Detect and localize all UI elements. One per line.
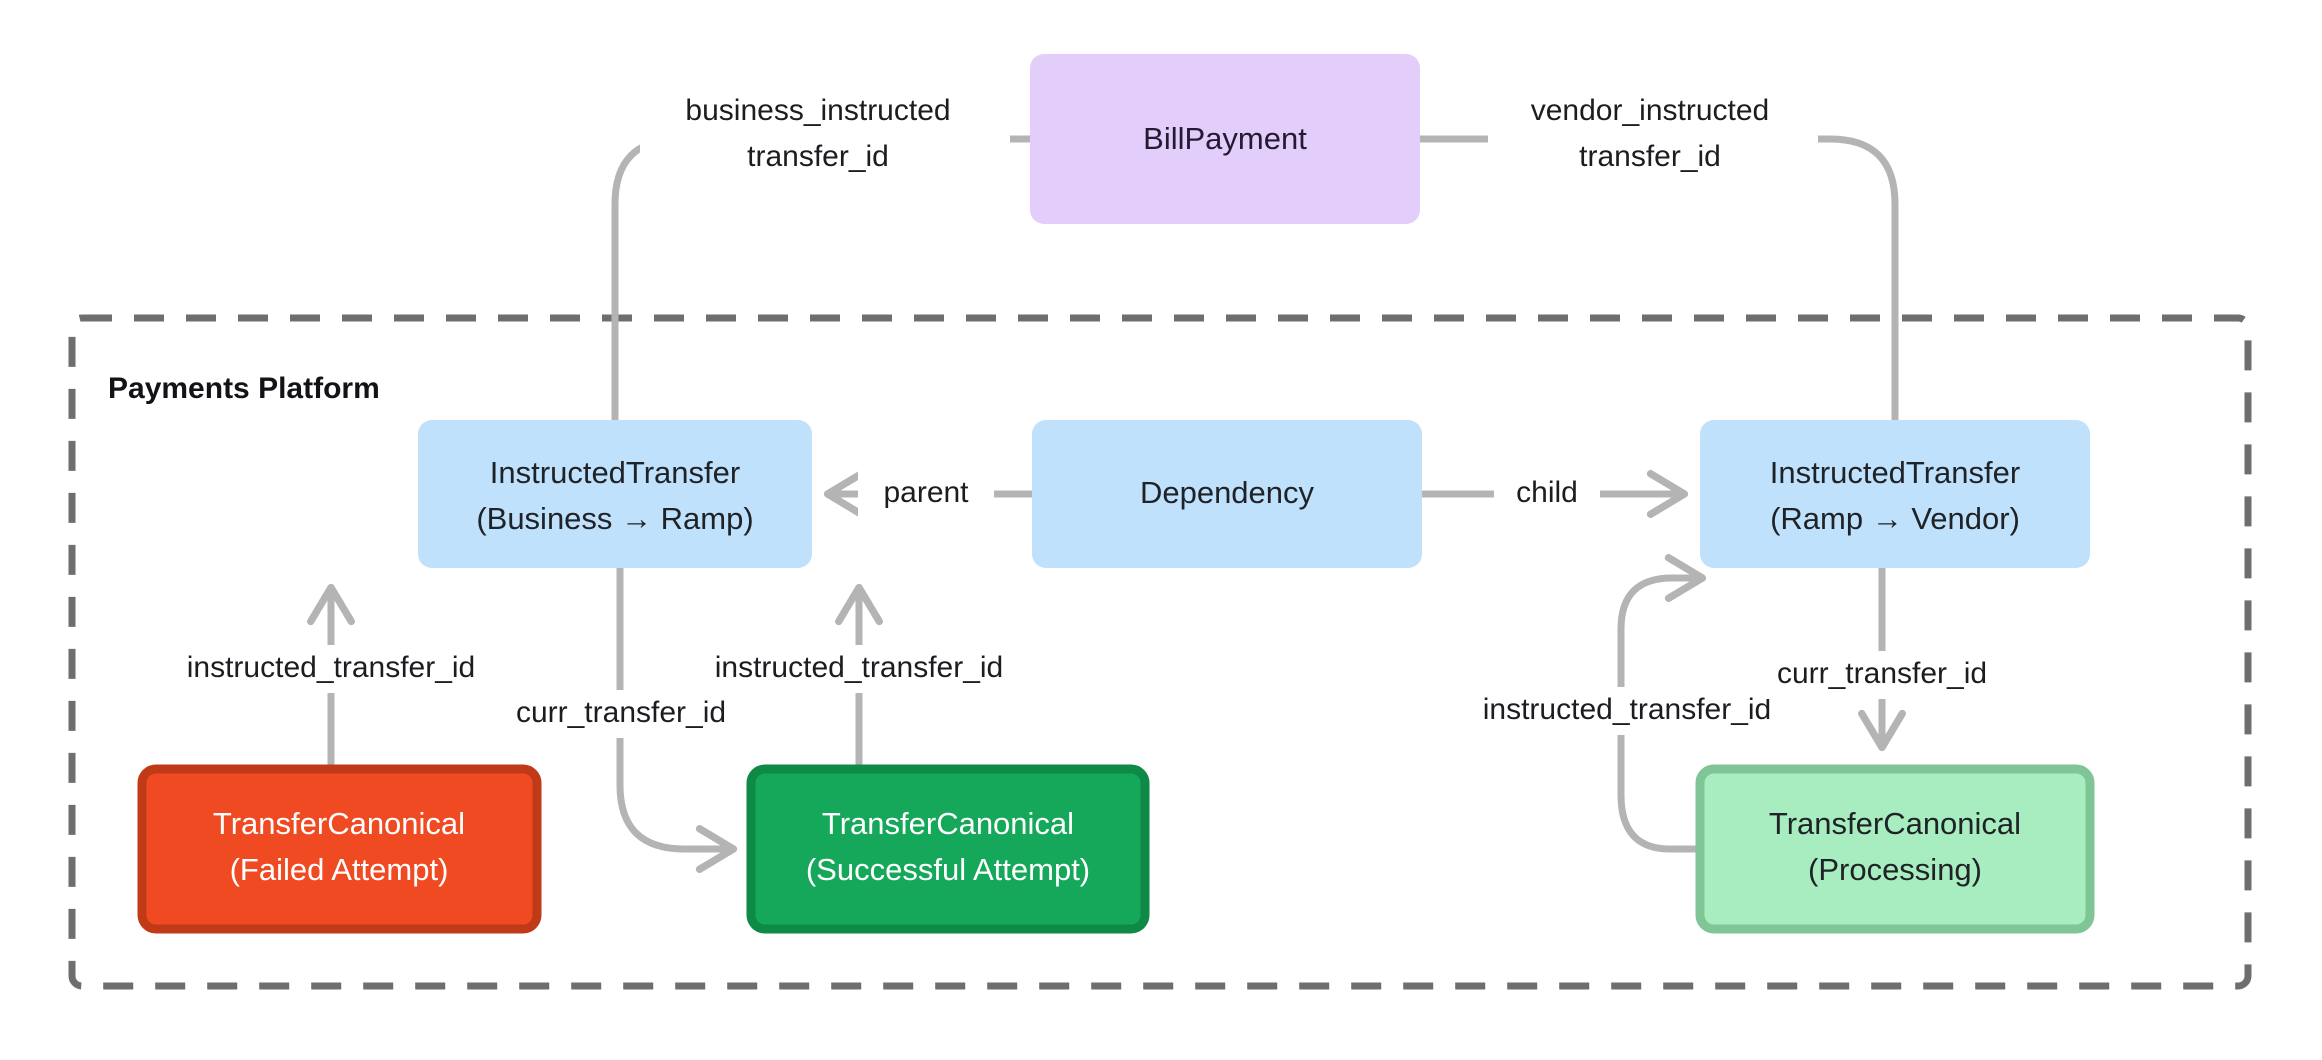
transfer-canonical-processing-label-line2: (Processing) — [1808, 852, 1982, 887]
edge-labels-layer: business_instructed transfer_id vendor_i… — [161, 88, 2008, 738]
edge-parent-label: parent — [858, 470, 994, 518]
transfer-canonical-successful-node[interactable]: TransferCanonical (Successful Attempt) — [746, 764, 1150, 934]
payments-platform-border — [68, 314, 2252, 990]
dependency-shape[interactable] — [1032, 420, 1422, 568]
transfer-canonical-successful-label-line2: (Successful Attempt) — [806, 852, 1090, 887]
edge-vendor-instructed-transfer-id-path — [1420, 135, 1919, 549]
edge-label-line: curr_transfer_id — [1777, 657, 1987, 690]
edge-label-line: instructed_transfer_id — [715, 651, 1004, 684]
edge-curr-transfer-id-right-label: curr_transfer_id — [1756, 651, 2008, 699]
edge-label-line: child — [1516, 476, 1578, 509]
instructed-transfer-ramp-vendor-label-line2: (Ramp → Vendor) — [1770, 501, 2020, 536]
dependency-label: Dependency — [1140, 475, 1315, 510]
payments-platform-cluster: Payments Platform — [68, 314, 2252, 990]
instructed-transfer-ramp-vendor-shape[interactable] — [1700, 420, 2090, 568]
bill-payment-shape[interactable] — [1030, 54, 1420, 224]
instructed-transfer-ramp-vendor-node[interactable]: InstructedTransfer (Ramp → Vendor) — [1700, 420, 2090, 568]
edge-vendor-instructed-transfer-id-label: vendor_instructed transfer_id — [1488, 88, 1818, 173]
edge-curr-transfer-id-left-label: curr_transfer_id — [495, 690, 747, 738]
transfer-canonical-processing-shape[interactable] — [1695, 764, 2095, 934]
transfer-canonical-successful-label-line1: TransferCanonical — [822, 806, 1074, 841]
payments-platform-title: Payments Platform — [108, 372, 380, 405]
edge-label-line: vendor_instructed — [1531, 94, 1769, 127]
transfer-canonical-failed-shape[interactable] — [137, 764, 542, 934]
edge-child-label: child — [1494, 470, 1600, 518]
instructed-transfer-business-ramp-label-line2: (Business → Ramp) — [476, 501, 753, 536]
instructed-transfer-business-ramp-shape[interactable] — [418, 420, 812, 568]
bill-payment-label: BillPayment — [1143, 121, 1307, 156]
instructed-transfer-business-ramp-node[interactable]: InstructedTransfer (Business → Ramp) — [418, 420, 812, 568]
edge-curr-transfer-id-left-path — [616, 568, 738, 873]
edge-label-line: transfer_id — [747, 140, 889, 173]
edge-label-line: parent — [883, 476, 969, 509]
transfer-canonical-processing-node[interactable]: TransferCanonical (Processing) — [1695, 764, 2095, 934]
edge-business-instructed-transfer-id-label: business_instructed transfer_id — [640, 88, 1010, 173]
transfer-canonical-processing-label-line1: TransferCanonical — [1769, 806, 2021, 841]
nodes-layer: BillPayment InstructedTransfer (Business… — [137, 54, 2095, 934]
edge-label-line: transfer_id — [1579, 140, 1721, 173]
bill-payment-node[interactable]: BillPayment — [1030, 54, 1420, 224]
transfer-canonical-successful-shape[interactable] — [746, 764, 1150, 934]
edge-label-line: business_instructed — [685, 94, 950, 127]
instructed-transfer-business-ramp-label-line1: InstructedTransfer — [490, 455, 740, 490]
edge-label-line: instructed_transfer_id — [187, 651, 476, 684]
edge-failed-instructed-transfer-id-label: instructed_transfer_id — [161, 645, 501, 693]
transfer-canonical-failed-node[interactable]: TransferCanonical (Failed Attempt) — [137, 764, 542, 934]
edge-processing-instructed-transfer-id-label: instructed_transfer_id — [1457, 687, 1797, 735]
transfer-canonical-failed-label-line1: TransferCanonical — [213, 806, 465, 841]
edge-label-line: instructed_transfer_id — [1483, 693, 1772, 726]
edge-successful-instructed-transfer-id-label: instructed_transfer_id — [689, 645, 1029, 693]
instructed-transfer-ramp-vendor-label-line1: InstructedTransfer — [1770, 455, 2020, 490]
dependency-node[interactable]: Dependency — [1032, 420, 1422, 568]
edge-label-line: curr_transfer_id — [516, 696, 726, 729]
transfer-canonical-failed-label-line2: (Failed Attempt) — [230, 852, 449, 887]
